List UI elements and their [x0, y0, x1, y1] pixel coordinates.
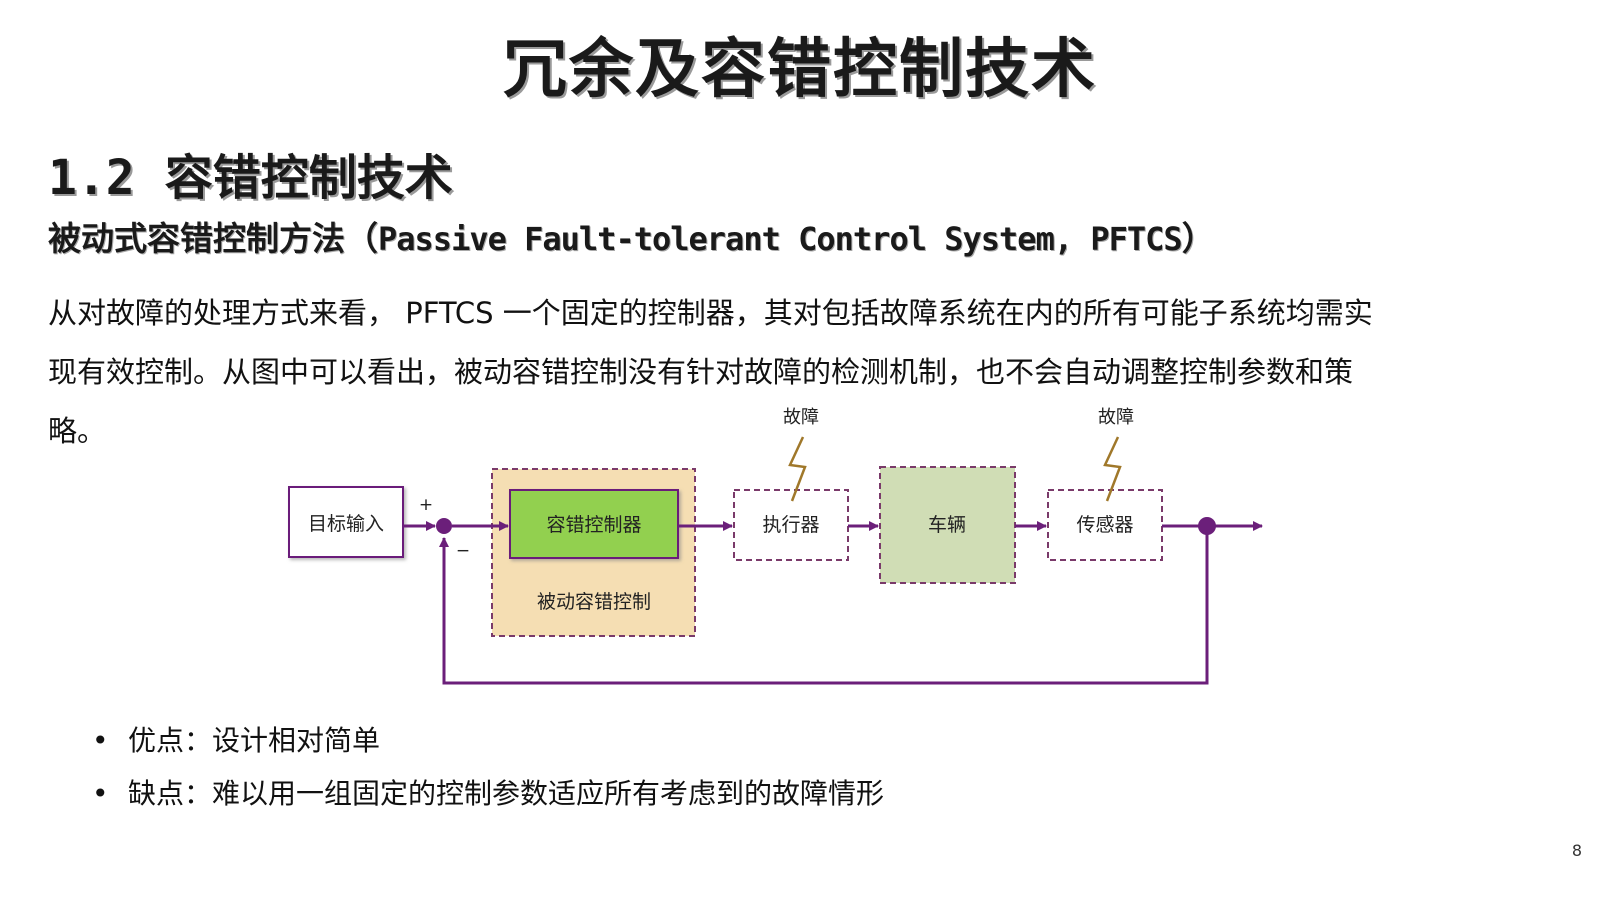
- subtitle-english: Passive Fault-tolerant Control System, P…: [378, 220, 1183, 258]
- section-heading: 1.2 容错控制技术: [48, 138, 453, 208]
- sensor-fault-lightning-icon: [1103, 436, 1122, 502]
- bullet-marker: •: [92, 724, 109, 757]
- passive-control-group-label: 被动容错控制: [537, 591, 651, 613]
- actuator-box: [733, 489, 849, 561]
- bullet-marker: •: [92, 777, 109, 810]
- summing-junction: [436, 518, 452, 534]
- plus-sign: +: [419, 495, 433, 515]
- sensor-fault-label: 故障: [1098, 407, 1134, 428]
- section-number: 1.2: [48, 150, 135, 206]
- target-input-label: 目标输入: [308, 513, 384, 535]
- pros-cons-list: • 优点：设计相对简单 • 缺点：难以用一组固定的控制参数适应所有考虑到的故障情形: [92, 714, 884, 820]
- list-item: • 优点：设计相对简单: [92, 714, 884, 767]
- feedback-loop-line: [439, 526, 1209, 685]
- list-item: • 缺点：难以用一组固定的控制参数适应所有考虑到的故障情形: [92, 767, 884, 820]
- cons-text: 缺点：难以用一组固定的控制参数适应所有考虑到的故障情形: [128, 777, 885, 810]
- paragraph-line: 略。: [48, 414, 107, 448]
- controller-label: 容错控制器: [546, 514, 641, 536]
- vehicle-box: [879, 466, 1016, 584]
- target-input-box: [288, 486, 404, 558]
- sensor-box: [1047, 489, 1163, 561]
- description-paragraph: 从对故障的处理方式来看， PFTCS 一个固定的控制器，其对包括故障系统在内的所…: [48, 284, 1558, 461]
- actuator-label: 执行器: [762, 514, 819, 536]
- pros-text: 优点：设计相对简单: [128, 724, 381, 757]
- sensor-label: 传感器: [1076, 514, 1133, 536]
- subtitle-chinese: 被动式容错控制方法（: [48, 219, 378, 258]
- subtitle: 被动式容错控制方法（Passive Fault-tolerant Control…: [48, 212, 1215, 260]
- controller-box: [509, 489, 679, 559]
- actuator-fault-lightning-icon: [788, 436, 807, 502]
- actuator-fault-label: 故障: [783, 407, 819, 428]
- paragraph-line: 从对故障的处理方式来看， PFTCS 一个固定的控制器，其对包括故障系统在内的所…: [48, 296, 1373, 330]
- paragraph-line: 现有效控制。从图中可以看出，被动容错控制没有针对故障的检测机制，也不会自动调整控…: [48, 355, 1354, 389]
- section-title: 容错控制技术: [164, 150, 453, 206]
- vehicle-label: 车辆: [928, 514, 966, 536]
- page-number: 8: [1571, 841, 1582, 860]
- subtitle-close-paren: ）: [1181, 219, 1215, 258]
- slide-title: 冗余及容错控制技术: [503, 32, 1097, 107]
- minus-sign: −: [456, 541, 470, 561]
